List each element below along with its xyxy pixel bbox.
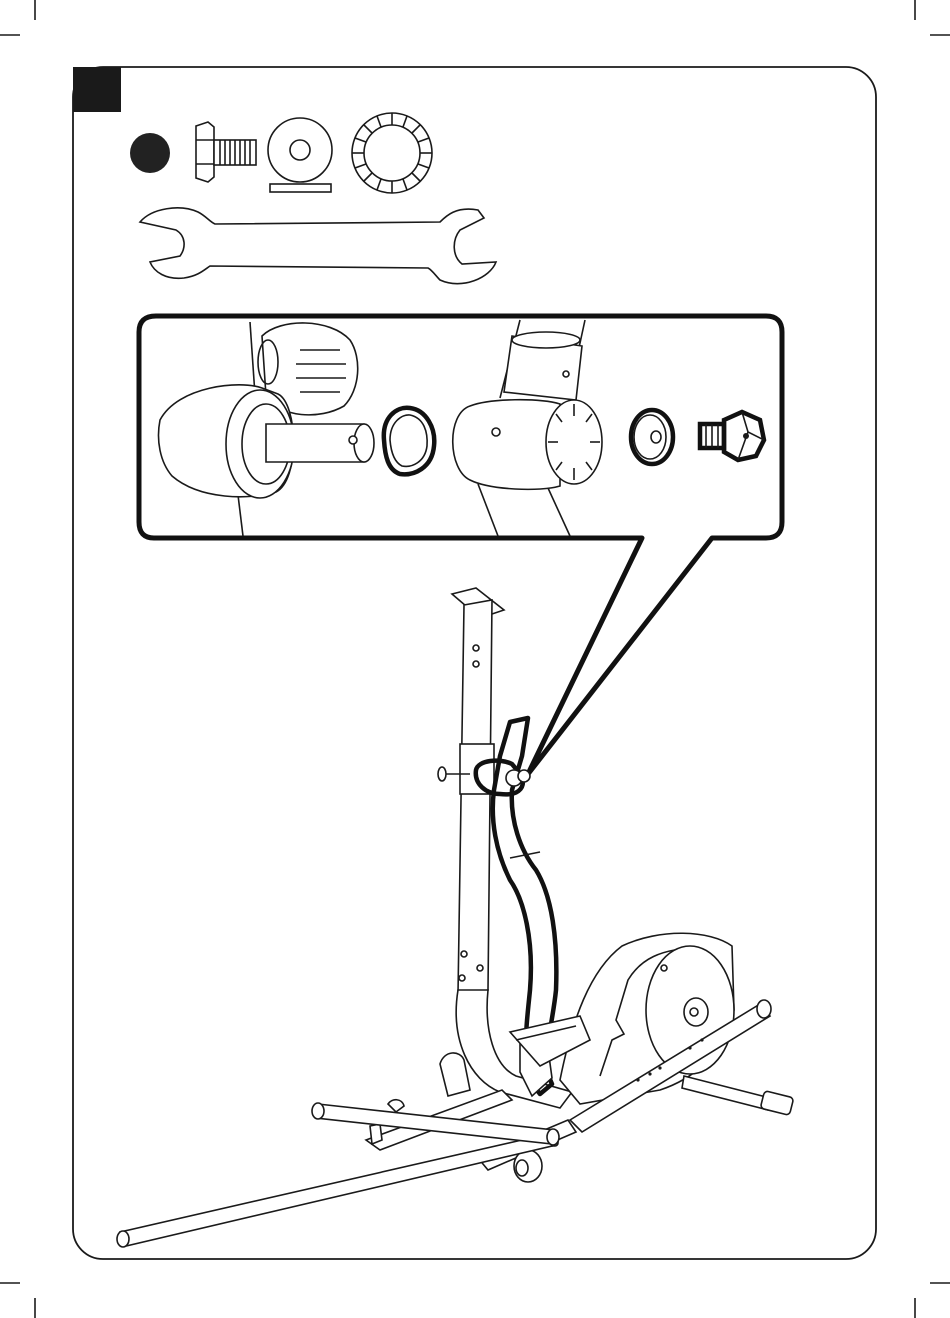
step-tab <box>73 67 121 112</box>
bolt-icon <box>196 122 256 182</box>
serrated-washer-icon <box>352 113 432 193</box>
elliptical-trainer <box>117 588 794 1247</box>
detail-callout <box>139 316 782 774</box>
part-marker-dot <box>130 133 170 173</box>
open-end-wrench-icon <box>140 208 496 284</box>
flat-washer-icon <box>268 118 332 192</box>
